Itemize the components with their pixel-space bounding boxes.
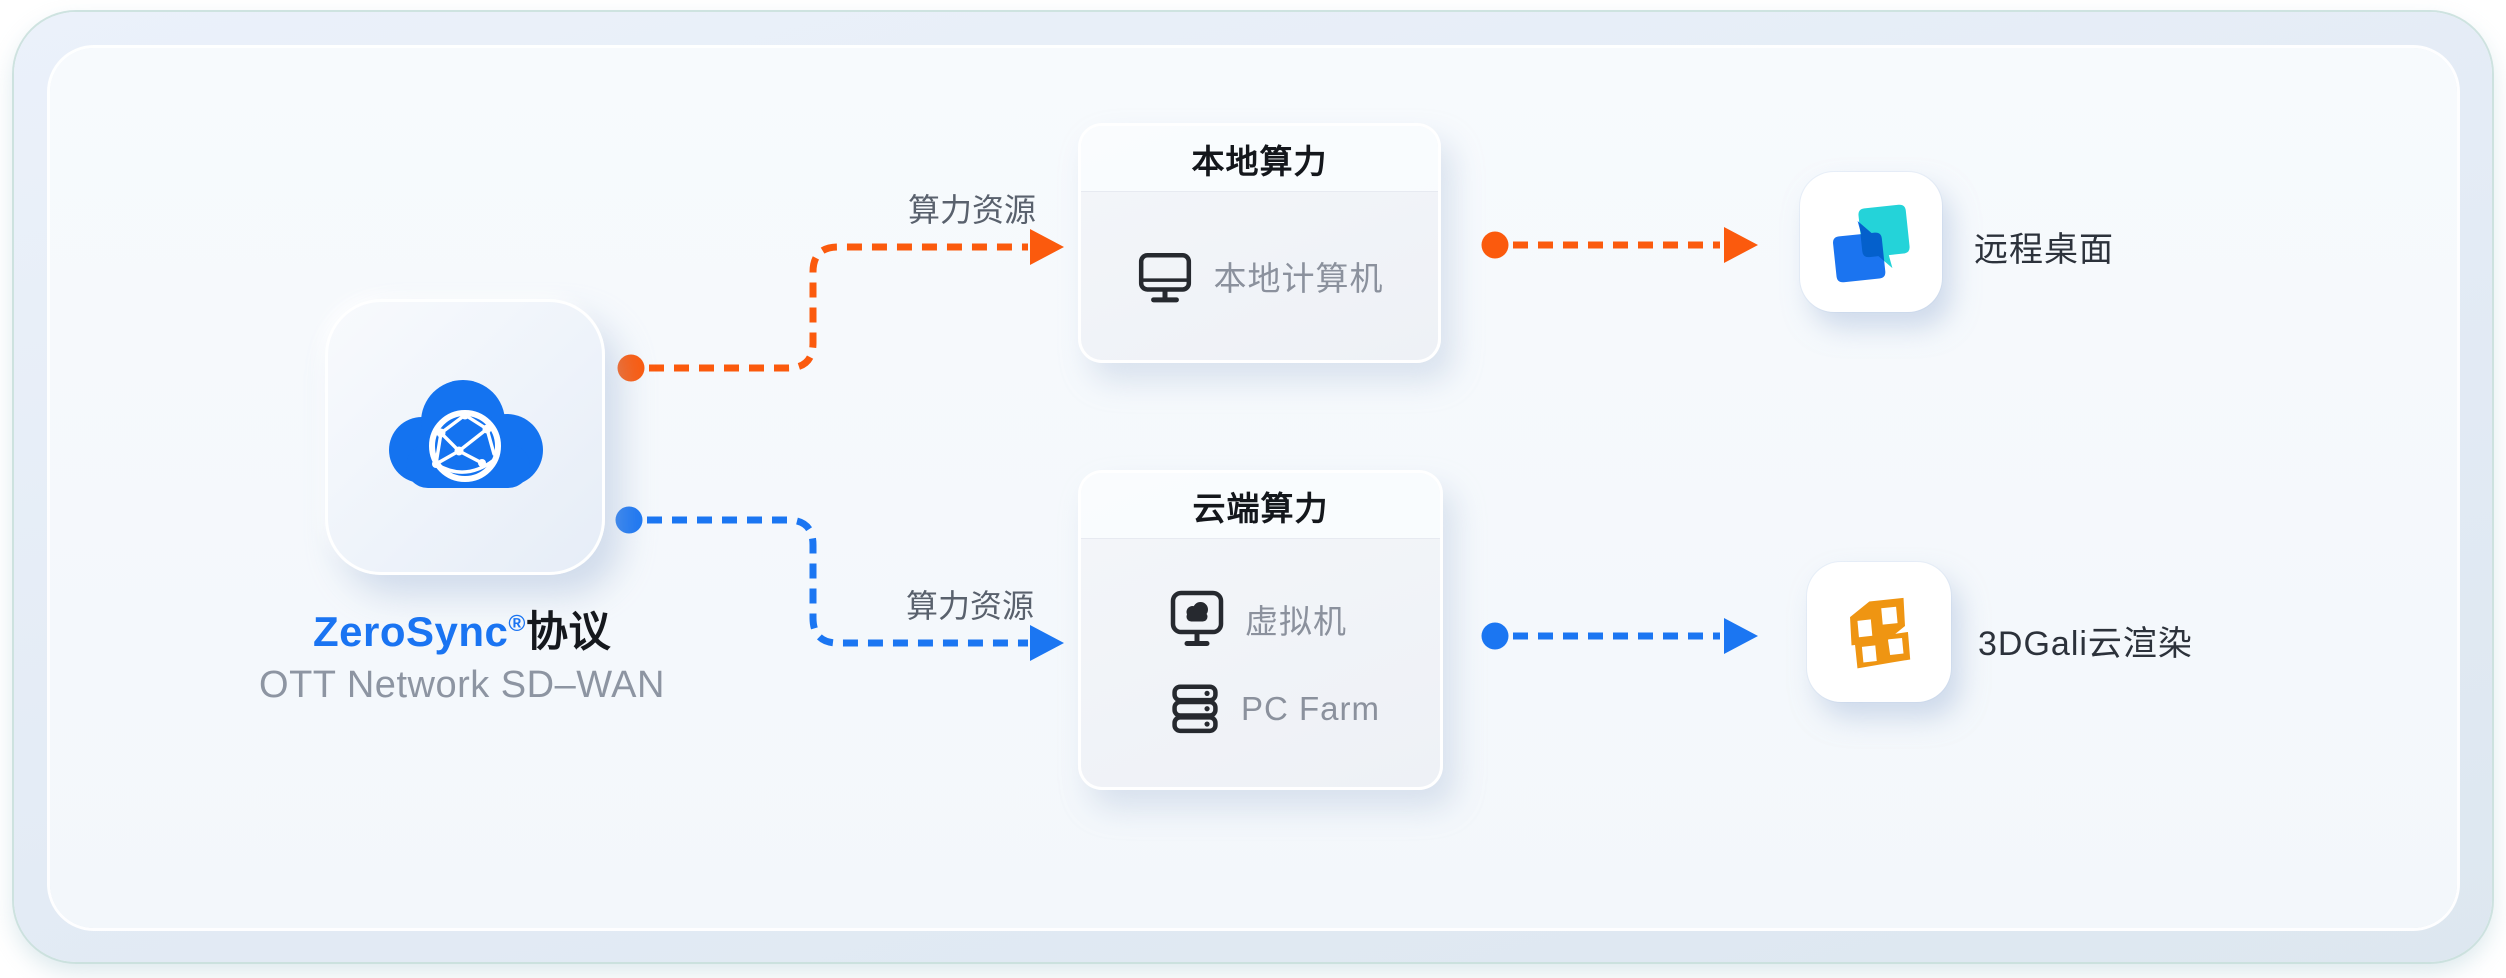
zerosync-suffix-text: 协议 [525,608,611,655]
zerosync-brand-text: ZeroSync [313,608,509,655]
cloud-render-label: 3DGali云渲染 [1978,625,2193,663]
list-item: PC Farm [1169,680,1440,738]
registered-mark: ® [508,610,526,636]
local-compute-title: 本地算力 [1081,126,1438,192]
local-computer-label: 本地计算机 [1213,260,1384,297]
cloud-network-icon [389,379,543,488]
vm-cloud-monitor-icon [1169,588,1225,650]
zerosync-subtitle: OTT Network SD–WAN [259,664,665,706]
virtual-machine-label: 虚拟机 [1245,603,1347,640]
list-item: 本地计算机 [1136,247,1384,305]
cloud-render-tile [1807,562,1951,702]
cloud-compute-title: 云端算力 [1081,473,1440,539]
remote-desktop-label: 远程桌面 [1974,231,2114,269]
zerosync-node [325,299,605,575]
server-stack-icon [1169,680,1221,738]
flow-label-cloud: 算力资源 [905,588,1034,624]
monitor-icon [1136,247,1194,305]
local-compute-body: 本地计算机 [1081,192,1438,360]
local-compute-box: 本地算力 本地计算机 [1078,123,1441,363]
remote-desktop-tile [1800,172,1942,312]
cloud-compute-body: 虚拟机 PC Farm [1081,539,1440,787]
todesk-logo-icon [1833,204,1910,283]
cloud-compute-box: 云端算力 虚拟机 [1078,470,1443,790]
zerosync-title: ZeroSync®协议 [162,598,762,659]
flow-label-local: 算力资源 [907,192,1036,228]
list-item: 虚拟机 [1169,588,1440,650]
pc-farm-label: PC Farm [1241,690,1380,727]
cubes-logo-icon [1850,597,1911,669]
